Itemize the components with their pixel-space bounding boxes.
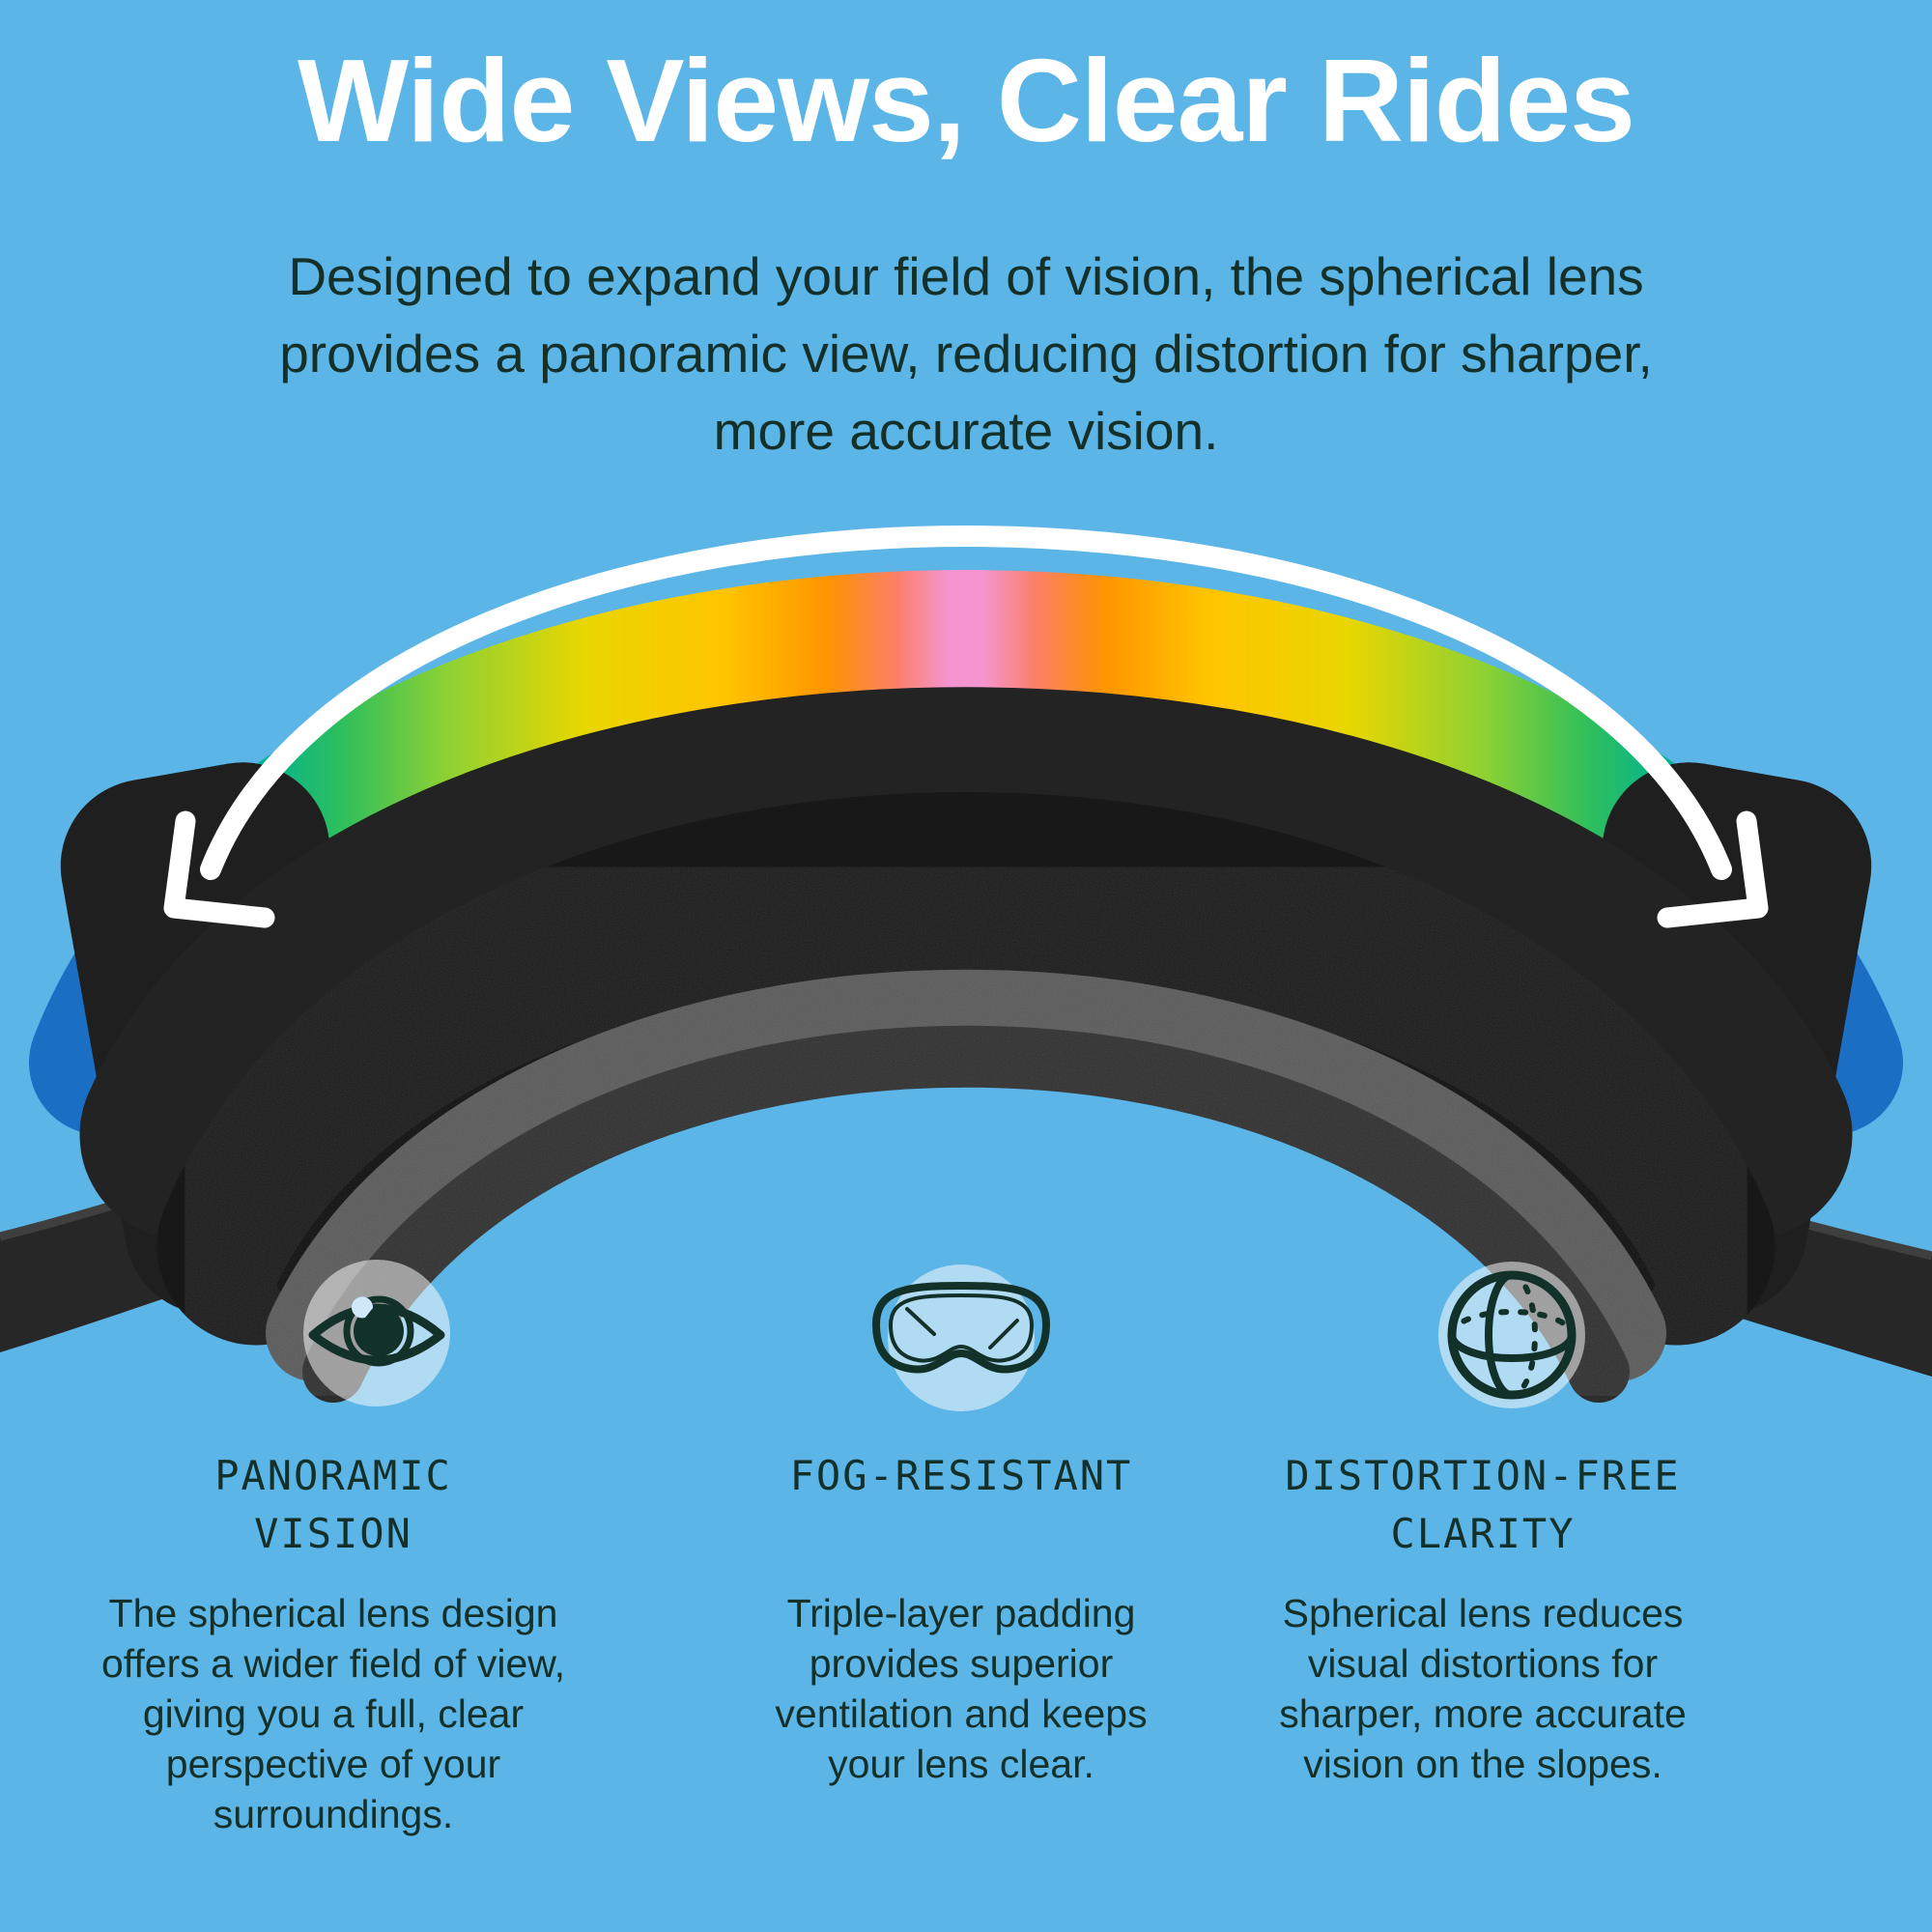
feature-icon-badges: [303, 1260, 1585, 1411]
sphere-icon: [1438, 1262, 1585, 1408]
feature-description: The spherical lens design offers a wider…: [100, 1591, 566, 1836]
feature-title: DISTORTION-FREE CLARITY: [1285, 1452, 1681, 1557]
feature-distortion-free: DISTORTION-FREE CLARITY Spherical lens r…: [1188, 1447, 1777, 1789]
arrow-head-right-icon: [1657, 810, 1769, 928]
feature-columns: PANORAMIC VISION The spherical lens desi…: [0, 1447, 1932, 1911]
feature-panoramic-vision: PANORAMIC VISION The spherical lens desi…: [39, 1447, 628, 1839]
feature-description: Spherical lens reduces visual distortion…: [1279, 1591, 1687, 1786]
goggle-foam-texture: [156, 792, 1776, 1403]
feature-description: Triple-layer padding provides superior v…: [775, 1591, 1148, 1786]
feature-fog-resistant: FOG-RESISTANT Triple-layer padding provi…: [667, 1447, 1256, 1789]
feature-title: FOG-RESISTANT: [789, 1452, 1133, 1499]
arrow-head-left-icon: [163, 810, 275, 928]
page-subtitle: Designed to expand your field of vision,…: [279, 246, 1653, 461]
feature-title: PANORAMIC VISION: [214, 1452, 452, 1557]
arrow-arc: [200, 526, 1732, 880]
panoramic-arrow: [163, 526, 1769, 928]
page-title: Wide Views, Clear Rides: [298, 35, 1635, 166]
goggles-icon: [872, 1264, 1050, 1411]
eye-icon: [303, 1260, 450, 1406]
goggle-frame: [79, 687, 1853, 1239]
